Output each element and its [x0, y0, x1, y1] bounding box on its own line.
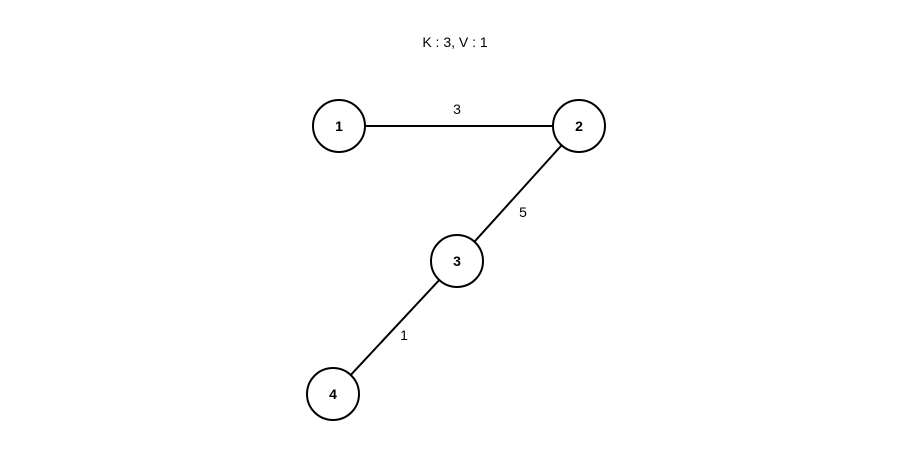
node-4: 4: [306, 367, 360, 421]
node-label-2: 2: [575, 118, 583, 134]
edge-weight-2-3: 5: [519, 204, 527, 220]
node-2: 2: [552, 99, 606, 153]
node-label-4: 4: [329, 386, 337, 402]
nodes-layer: 1 2 3 4: [306, 99, 606, 421]
edge-weight-1-2: 3: [453, 101, 461, 117]
edge-3-4: [332, 260, 458, 395]
diagram-title: K : 3, V : 1: [422, 34, 488, 50]
node-circle-4: [306, 367, 360, 421]
node-circle-2: [552, 99, 606, 153]
edge-2-3: [456, 125, 580, 262]
node-3: 3: [430, 234, 484, 288]
node-circle-1: [312, 99, 366, 153]
node-label-1: 1: [335, 118, 343, 134]
edges-layer: 3 5 1: [332, 101, 580, 395]
node-circle-3: [430, 234, 484, 288]
edge-weight-3-4: 1: [400, 327, 408, 343]
node-1: 1: [312, 99, 366, 153]
node-label-3: 3: [453, 253, 461, 269]
